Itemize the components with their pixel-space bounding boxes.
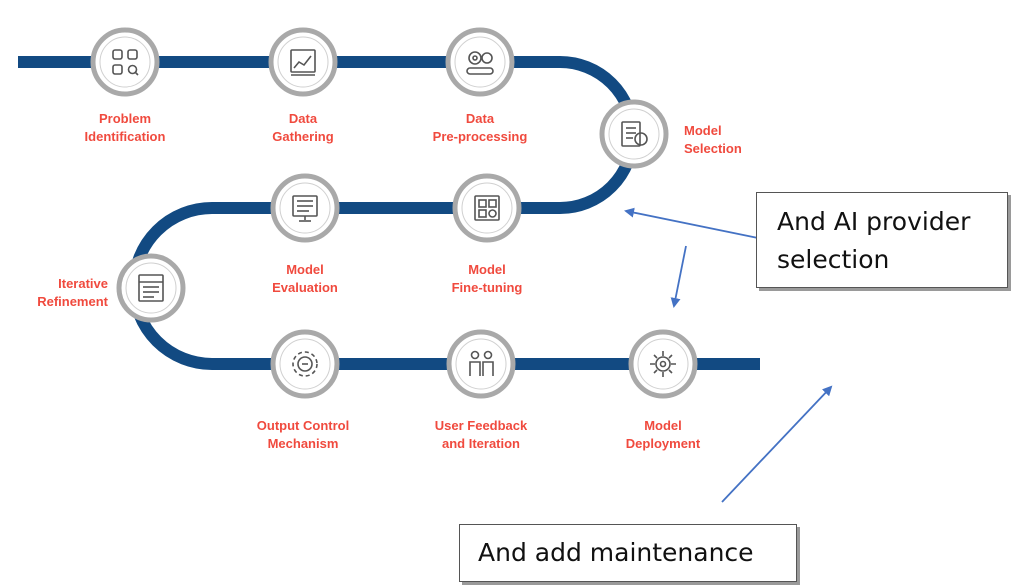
user-feedback-icon xyxy=(469,350,494,376)
data-gathering-icon xyxy=(290,49,316,76)
note-add-maintenance: And add maintenance xyxy=(459,524,797,582)
model-deployment-icon xyxy=(650,351,676,377)
step-node-problem xyxy=(90,27,160,97)
model-evaluation-icon xyxy=(292,195,318,222)
step-node-gathering xyxy=(268,27,338,97)
step-node-output xyxy=(270,329,340,399)
step-node-feedback xyxy=(446,329,516,399)
arrow-to-model-selection xyxy=(624,207,759,239)
data-preprocessing-icon xyxy=(466,51,494,75)
step-node-refinement xyxy=(116,253,186,323)
step-node-selection xyxy=(599,99,669,169)
iterative-refinement-icon xyxy=(138,274,164,302)
model-selection-icon xyxy=(621,121,648,147)
step-node-finetuning xyxy=(452,173,522,243)
step-node-evaluation xyxy=(270,173,340,243)
arrow-maintenance xyxy=(721,385,833,503)
output-control-icon xyxy=(292,351,318,377)
problem-identification-icon xyxy=(112,49,139,76)
arrow-to-deployment-track xyxy=(670,245,687,308)
model-finetuning-icon xyxy=(474,195,500,221)
note-ai-provider-selection: And AI provider selection xyxy=(756,192,1008,288)
process-track xyxy=(18,56,760,370)
step-node-preprocessing xyxy=(445,27,515,97)
step-node-deployment xyxy=(628,329,698,399)
